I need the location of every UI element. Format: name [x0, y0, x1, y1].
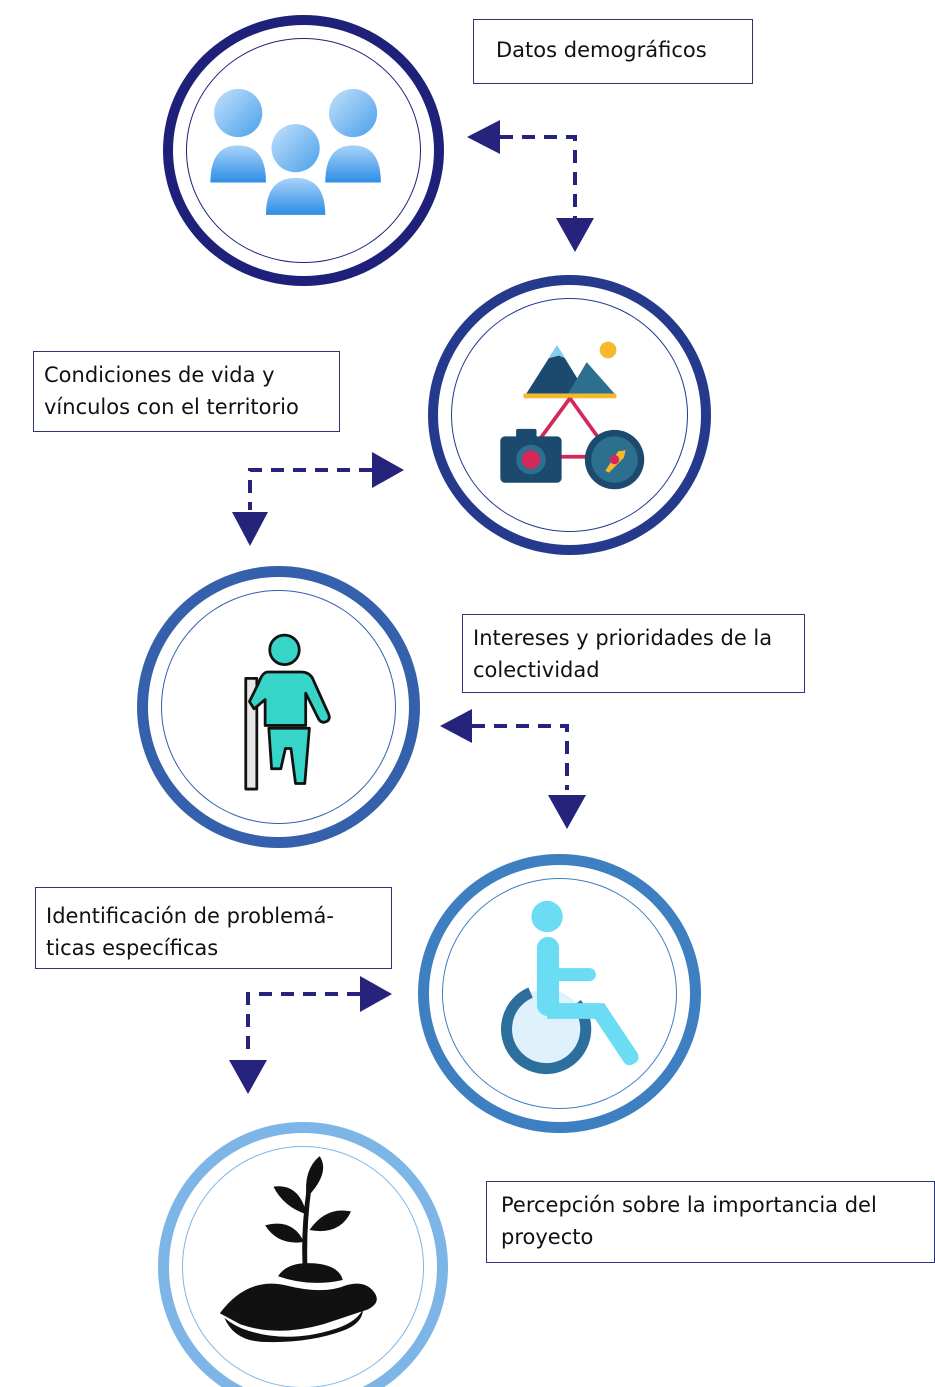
step-2-circle [428, 275, 711, 555]
connector-2 [248, 468, 372, 510]
arrowhead-right-2 [372, 452, 404, 488]
step-1-circle [163, 15, 444, 286]
hand-plant-icon [219, 1156, 377, 1343]
arrowhead-down-3 [548, 795, 586, 829]
arrowhead-down-2 [232, 512, 268, 546]
person-crutch-icon [244, 633, 331, 791]
people-group-icon [210, 88, 381, 215]
connector-3 [472, 724, 569, 790]
step-5-circle [158, 1122, 448, 1387]
step-5-label: Percepción sobre la importancia del proy… [486, 1181, 935, 1263]
mountain-camera-compass-icon [500, 341, 645, 490]
step-3-circle [137, 566, 420, 848]
step-3-label: Intereses y prioridades de la colectivid… [462, 614, 805, 693]
connector-1 [500, 135, 577, 220]
step-1-label: Datos demográficos [473, 19, 753, 84]
wheelchair-icon [501, 900, 639, 1075]
arrowhead-left-3 [440, 709, 472, 743]
arrowhead-left-1 [467, 120, 500, 154]
step-2-label: Condiciones de vida y vínculos con el te… [33, 351, 340, 432]
connector-4 [246, 992, 360, 1055]
arrowhead-down-4 [229, 1060, 267, 1094]
step-4-circle [418, 854, 701, 1133]
arrowhead-down-1 [556, 218, 594, 252]
step-4-label: Identificación de problemá- ticas especí… [35, 887, 392, 969]
arrowhead-right-4 [360, 976, 392, 1012]
